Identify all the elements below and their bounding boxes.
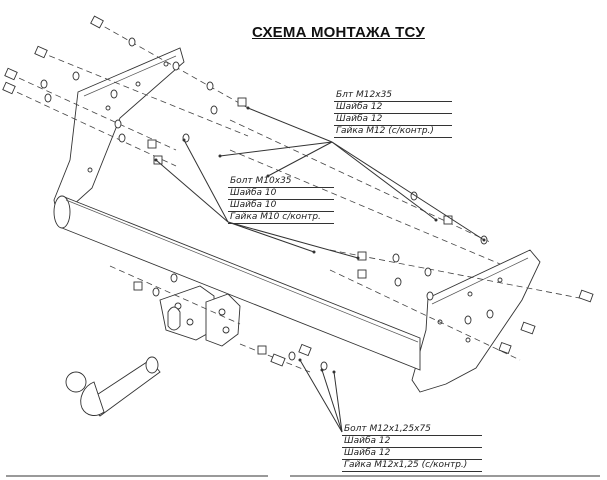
callout-item: Шайба 12: [342, 436, 482, 448]
fastener-axes: [7, 21, 591, 373]
callout-m12x125x75: Болт М12х1,25х75 Шайба 12 Шайба 12 Гайка…: [342, 424, 482, 472]
callout-item: Гайка М12 (с/контр.): [334, 126, 452, 138]
callout-m12x35: Блт М12х35 Шайба 12 Шайба 12 Гайка М12 (…: [334, 90, 452, 138]
callout-item: Шайба 10: [228, 200, 334, 212]
bolts: [2, 15, 594, 367]
crossbar-tube: [53, 195, 421, 371]
washers-and-nuts: [40, 37, 494, 371]
callout-item: Болт М10х35: [228, 176, 334, 188]
callout-item: Шайба 12: [334, 102, 452, 114]
towball: [65, 356, 161, 417]
diagram-title: СХЕМА МОНТАЖА ТСУ: [252, 24, 425, 41]
left-mounting-bracket: [53, 47, 185, 211]
callout-item: Болт М12х1,25х75: [342, 424, 482, 436]
callout-item: Гайка М12х1,25 (с/контр.): [342, 460, 482, 472]
ball-mount-flange: [159, 285, 241, 347]
callout-item: Гайка М10 с/контр.: [228, 212, 334, 224]
callout-item: Блт М12х35: [334, 90, 452, 102]
callout-item: Шайба 12: [334, 114, 452, 126]
callout-item: Шайба 10: [228, 188, 334, 200]
callout-item: Шайба 12: [342, 448, 482, 460]
leader-lines: [154, 106, 486, 433]
callout-m10x35: Болт М10х35 Шайба 10 Шайба 10 Гайка М10 …: [228, 176, 334, 224]
